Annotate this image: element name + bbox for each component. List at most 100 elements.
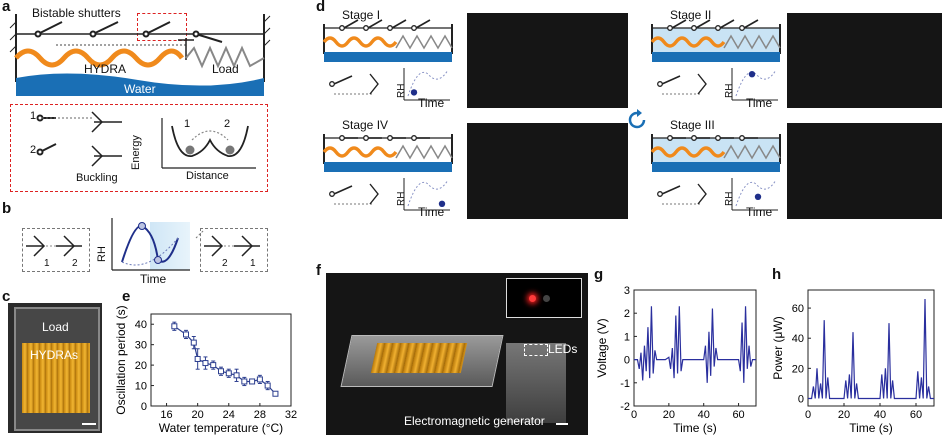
electromagnetic-generator-label: Electromagnetic generator (404, 414, 545, 428)
detail-clamp (697, 183, 707, 205)
y-tick-label: 1 (624, 331, 630, 343)
stage-schematic (322, 19, 453, 101)
c-load-label: Load (42, 320, 69, 334)
stage-i-time: Time (418, 96, 445, 110)
energy-axis-label: Energy (130, 135, 142, 170)
stage-iii-title: Stage III (670, 118, 715, 132)
detail-blade (661, 185, 681, 195)
shutter-hinge (715, 25, 721, 31)
stage-iii-time: Time (746, 205, 773, 219)
x-tick-label: 60 (910, 409, 922, 421)
detail-hinge (329, 191, 335, 197)
well-2-label: 2 (224, 118, 231, 130)
shutter-hinge (387, 135, 393, 141)
y-tick-label: 10 (135, 381, 147, 393)
y-tick-label: 0 (798, 393, 804, 405)
x-tick-label: 20 (663, 409, 675, 421)
stage-iii-rh: RH (724, 191, 735, 206)
y-tick-label: 40 (792, 333, 804, 345)
panel-a-device-schematic (9, 14, 271, 96)
b-right-num-2: 2 (222, 258, 228, 269)
hydra-spring (650, 36, 726, 48)
data-point (241, 378, 248, 385)
y-tick-label: 0 (141, 401, 147, 413)
hydra-label: HYDRA (84, 62, 127, 76)
mini-rh-state-dot (748, 71, 756, 78)
data-point (183, 331, 189, 338)
detail-clamp (369, 183, 379, 205)
shutter-blade (743, 19, 759, 29)
water-layer (652, 162, 780, 172)
mini-rh-state-dot (410, 89, 418, 96)
y-tick-label: 2 (624, 308, 630, 320)
data-point (225, 370, 232, 377)
panel-label-g: g (594, 266, 604, 283)
stage-ii-rh: RH (724, 83, 735, 98)
y-axis-label: Power (μW) (771, 316, 785, 380)
stage-ii-photo (787, 13, 942, 108)
hydra-spring (322, 146, 398, 158)
well-1-label: 1 (184, 118, 191, 130)
series-line (808, 299, 934, 400)
panel-label-a: a (2, 0, 11, 15)
x-tick-label: 16 (160, 409, 172, 421)
x-tick-label: 60 (732, 409, 744, 421)
data-point (190, 339, 197, 346)
buckling-label: Buckling (76, 172, 118, 184)
load-spring (395, 144, 453, 160)
leds-label: LEDs (548, 342, 578, 356)
stage-iv-photo (467, 123, 628, 219)
stage-iii-photo (787, 123, 942, 219)
energy-well-plot (161, 118, 256, 169)
plot-frame (150, 313, 292, 407)
shutter-hinge (739, 135, 745, 141)
panel-a-inset (10, 104, 268, 192)
water-layer (652, 52, 780, 62)
shutter-blade (719, 19, 735, 29)
shutter-hinge (411, 25, 417, 31)
stage-ii-time: Time (746, 96, 773, 110)
detail-hinge (657, 191, 663, 197)
stage-i-rh: RH (396, 83, 407, 98)
panel-label-f: f (316, 262, 321, 279)
hydra-spring (322, 36, 398, 48)
shutter-blade (415, 19, 431, 29)
stage-iii-block (648, 116, 798, 218)
mini-rh-state-dot (754, 193, 762, 200)
inset-state-2: 2 (30, 144, 37, 156)
panel-b-left-shutters (26, 235, 82, 257)
load-spring (723, 34, 781, 50)
load-label: Load (212, 62, 239, 76)
inset-shutter-states (36, 111, 122, 167)
water-layer (324, 52, 452, 62)
y-axis-label: Voltage (V) (595, 318, 609, 377)
inset-state-1: 1 (30, 110, 37, 122)
shutter-hinge (715, 135, 721, 141)
data-point (272, 390, 279, 397)
x-tick-label: 0 (805, 409, 811, 421)
mini-rh-curve (735, 179, 777, 207)
b-left-num-1: 1 (44, 258, 50, 269)
stage-i-title: Stage I (342, 8, 381, 22)
x-tick-label: 40 (698, 409, 710, 421)
y-tick-label: 3 (624, 285, 630, 297)
detail-blade (661, 75, 681, 85)
cycle-arrow-icon (628, 109, 646, 129)
shutter-hinge (667, 135, 673, 141)
x-tick-label: 20 (838, 409, 850, 421)
water-label: Water (124, 82, 156, 96)
shutter-blade (671, 19, 687, 29)
panel-label-b: b (2, 200, 12, 217)
series-line (634, 306, 756, 383)
shutter-hinge (691, 25, 697, 31)
shutter-hinge (363, 25, 369, 31)
panel-label-c: c (2, 288, 11, 305)
data-point (194, 355, 201, 362)
data-point (264, 382, 271, 389)
stage-ii-block (648, 6, 798, 108)
panel-label-e: e (122, 288, 131, 305)
shutter-hinge (691, 135, 697, 141)
plot-frame (633, 289, 757, 407)
y-tick-label: 60 (792, 303, 804, 315)
